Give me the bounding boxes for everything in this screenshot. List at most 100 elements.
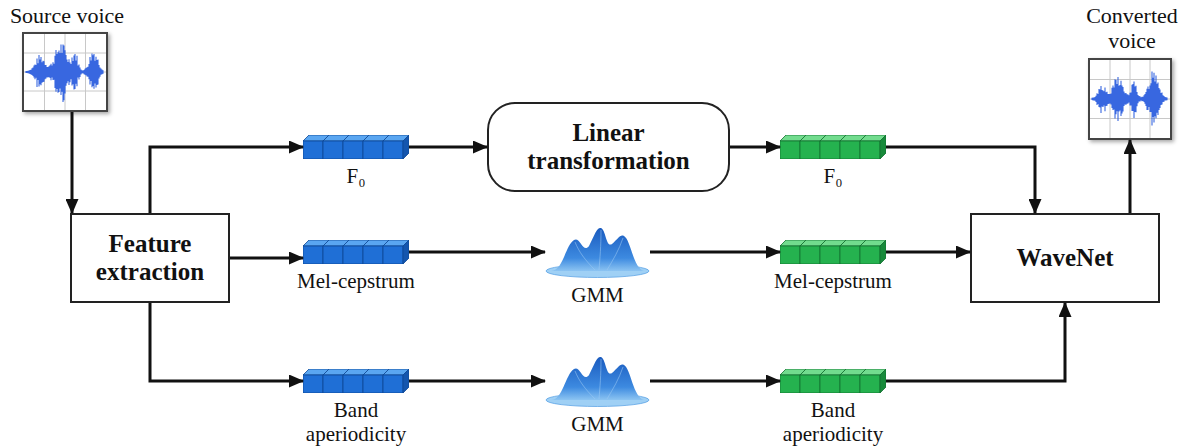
- process-box: Linear transformation: [487, 102, 730, 192]
- vector-shape: [303, 135, 409, 159]
- waveform-box: Converted voice: [1088, 58, 1172, 140]
- connector-line: [409, 251, 545, 254]
- vector-shape: [780, 369, 886, 393]
- vector-shape: [303, 369, 409, 393]
- flow-arrow: [230, 258, 303, 259]
- gmm-model: GMM: [545, 226, 650, 278]
- cube-front: [840, 141, 860, 159]
- cube-side: [880, 369, 886, 393]
- feature-vector: F₀: [780, 135, 886, 159]
- grid-lines: [24, 34, 106, 110]
- gmm-peaks: [551, 357, 644, 400]
- cube-front: [840, 375, 860, 393]
- gmm-model: GMM: [545, 355, 650, 407]
- node-caption: Source voice: [0, 4, 135, 29]
- connector-line: [886, 147, 1035, 213]
- cube-front: [383, 246, 403, 264]
- connector-line: [150, 147, 303, 213]
- connector-line: [409, 380, 545, 383]
- feature-vector: F₀: [303, 135, 409, 159]
- vector-shape: [780, 240, 886, 264]
- node-caption: Mel-cepstrum: [753, 270, 913, 294]
- cube-side: [880, 240, 886, 264]
- waveform-trace: [1092, 72, 1167, 126]
- cube-front: [820, 141, 840, 159]
- cube-side: [403, 240, 409, 264]
- flow-arrow: [730, 147, 780, 148]
- cube-front: [383, 141, 403, 159]
- node-caption: F₀: [768, 165, 898, 189]
- gmm-shape: [545, 355, 650, 407]
- flow-arrow: [886, 147, 1035, 213]
- connector-line: [71, 112, 74, 213]
- cube-front: [363, 375, 383, 393]
- cube-side: [880, 135, 886, 159]
- cube-front: [780, 141, 800, 159]
- cube-front: [343, 375, 363, 393]
- flow-arrow: [150, 303, 303, 381]
- cube-front: [780, 375, 800, 393]
- cube-front: [303, 141, 323, 159]
- flow-arrow: [886, 303, 1065, 381]
- process-box: Feature extraction: [70, 213, 230, 303]
- connector-line: [150, 303, 303, 381]
- cube-front: [383, 375, 403, 393]
- flow-arrow: [409, 147, 487, 148]
- cube-front: [860, 375, 880, 393]
- cube-front: [800, 375, 820, 393]
- connector-line: [650, 380, 780, 383]
- cube-front: [303, 246, 323, 264]
- flow-arrow: [72, 112, 73, 213]
- node-caption: Band aperiodicity: [295, 399, 417, 446]
- flow-arrow: [409, 381, 545, 382]
- connector-line: [886, 251, 970, 254]
- cube-front: [343, 246, 363, 264]
- waveform-box: Source voice: [22, 32, 108, 112]
- box-label: Feature extraction: [96, 230, 204, 286]
- waveform-image: [24, 34, 106, 110]
- feature-vector: Mel-cepstrum: [780, 240, 886, 264]
- cube-front: [363, 141, 383, 159]
- cube-front: [780, 246, 800, 264]
- node-caption: Converted voice: [1070, 4, 1194, 53]
- cube-front: [363, 246, 383, 264]
- connector-line: [1129, 140, 1132, 213]
- waveform-image: [1090, 60, 1170, 138]
- cube-front: [323, 246, 343, 264]
- connector-line: [730, 146, 780, 149]
- flow-arrow: [150, 147, 303, 213]
- cube-front: [820, 375, 840, 393]
- process-box: WaveNet: [970, 213, 1160, 303]
- cube-front: [800, 141, 820, 159]
- node-caption: Band aperiodicity: [772, 399, 894, 446]
- feature-vector: Band aperiodicity: [303, 369, 409, 393]
- cube-front: [343, 141, 363, 159]
- cube-front: [820, 246, 840, 264]
- cube-front: [323, 141, 343, 159]
- flow-arrow: [886, 252, 970, 253]
- box-label: WaveNet: [1016, 244, 1113, 272]
- grid-line: [1090, 118, 1170, 119]
- vector-shape: [780, 135, 886, 159]
- flow-arrow: [650, 381, 780, 382]
- connector-line: [886, 303, 1065, 381]
- gmm-peaks: [551, 228, 644, 271]
- flow-arrow: [409, 252, 545, 253]
- box-label: Linear transformation: [519, 119, 698, 175]
- cube-side: [403, 369, 409, 393]
- connector-line: [409, 146, 487, 149]
- cube-front: [860, 246, 880, 264]
- feature-vector: Band aperiodicity: [780, 369, 886, 393]
- waveform-trace: [26, 44, 103, 102]
- cube-side: [403, 135, 409, 159]
- node-caption: GMM: [538, 413, 658, 437]
- feature-vector: Mel-cepstrum: [303, 240, 409, 264]
- node-caption: GMM: [538, 284, 658, 308]
- gmm-contour: [575, 359, 623, 399]
- flow-arrow: [650, 252, 780, 253]
- connector-line: [230, 257, 303, 260]
- cube-front: [303, 375, 323, 393]
- cube-front: [860, 141, 880, 159]
- gmm-shape: [545, 226, 650, 278]
